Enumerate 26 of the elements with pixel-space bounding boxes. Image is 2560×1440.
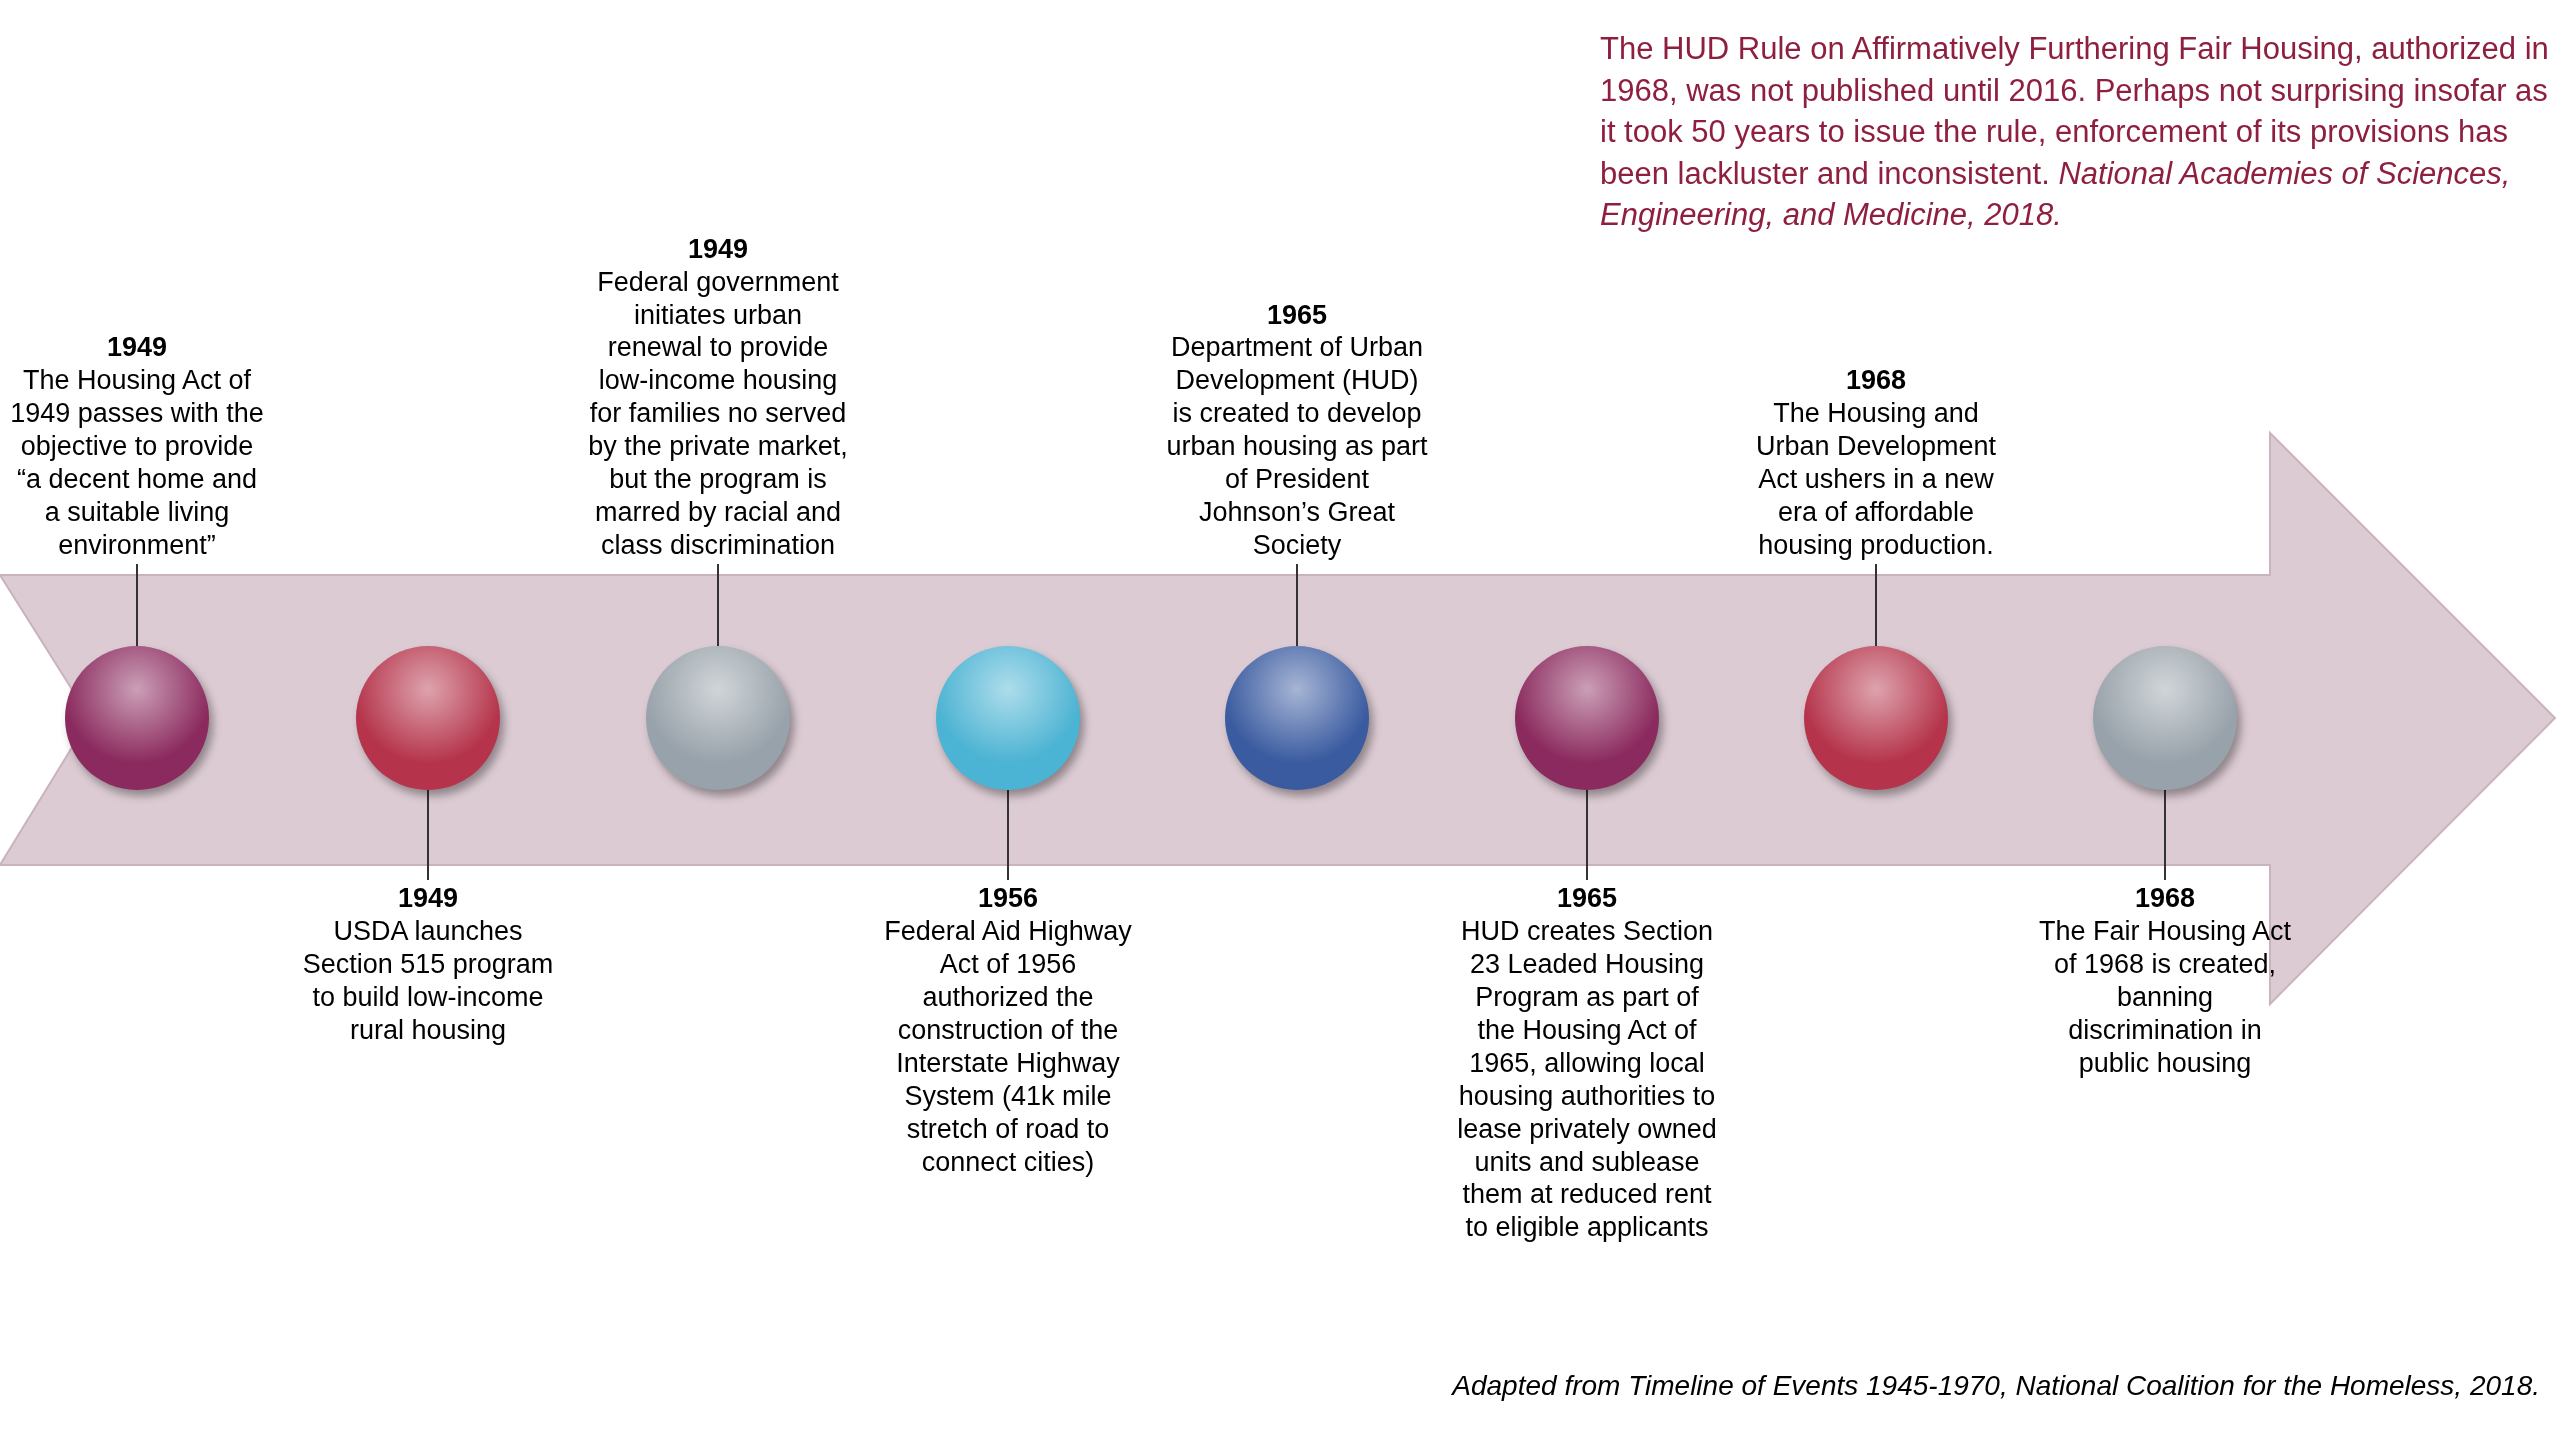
- leader-line: [427, 789, 429, 881]
- year-label: 1949: [686, 232, 750, 266]
- event-text: The Fair Housing Act of 1968 is created, banning discrimination in public housing: [2037, 914, 2293, 1080]
- year-label: 1949: [105, 331, 169, 365]
- quote-note: The HUD Rule on Affirmatively Furthering Fair Housing, authorized in 1968, was not published until 2016. Perhaps not surprising insofar as it took 50 years to issue the rule, enforcement of its provisions has been lackluster and inconsistent. National Academies of Sciences, Engineering, and Medicine, 2018.: [1600, 30, 2550, 235]
- year-label: 1968: [2133, 882, 2197, 915]
- event-text: USDA launches Section 515 program to build low-income rural housing: [301, 914, 555, 1047]
- event-text: The Housing Act of 1949 passes with the objective to provide “a decent home and a suitable living environment”: [9, 364, 265, 562]
- year-label: 1956: [976, 882, 1040, 915]
- event-text: HUD creates Section 23 Leaded Housing Program as part of the Housing Act of 1965, allowing local housing authorities to lease privately owned units and sublease them at reduced rent to eligible applicants: [1456, 914, 1718, 1245]
- leader-line: [1296, 563, 1298, 647]
- year-label: 1949: [396, 882, 460, 915]
- source-caption: Adapted from Timeline of Events 1945-1970, National Coalition for the Homeless, 2018.: [1452, 1370, 2540, 1402]
- event-text: Federal Aid Highway Act of 1956 authorized the construction of the Interstate Highway System (41k mile stretch of road to connect cities): [883, 914, 1133, 1179]
- leader-line: [136, 563, 138, 647]
- event-text: The Housing and Urban Development Act ushers in a new era of affordable housing production.: [1754, 397, 1998, 562]
- leader-line: [1007, 789, 1009, 881]
- event-text: Department of Urban Development (HUD) is created to develop urban housing as part of President Johnson’s Great Society: [1166, 331, 1428, 562]
- leader-line: [1586, 789, 1588, 881]
- year-label: 1965: [1265, 298, 1329, 332]
- leader-line: [717, 563, 719, 647]
- event-text: Federal government initiates urban renewal to provide low-income housing for families no served by the private market, but the program is marred by racial and class discrimination: [587, 265, 849, 562]
- year-label: 1965: [1555, 882, 1619, 915]
- leader-line: [1875, 563, 1877, 647]
- leader-line: [2164, 789, 2166, 881]
- year-label: 1968: [1844, 364, 1908, 398]
